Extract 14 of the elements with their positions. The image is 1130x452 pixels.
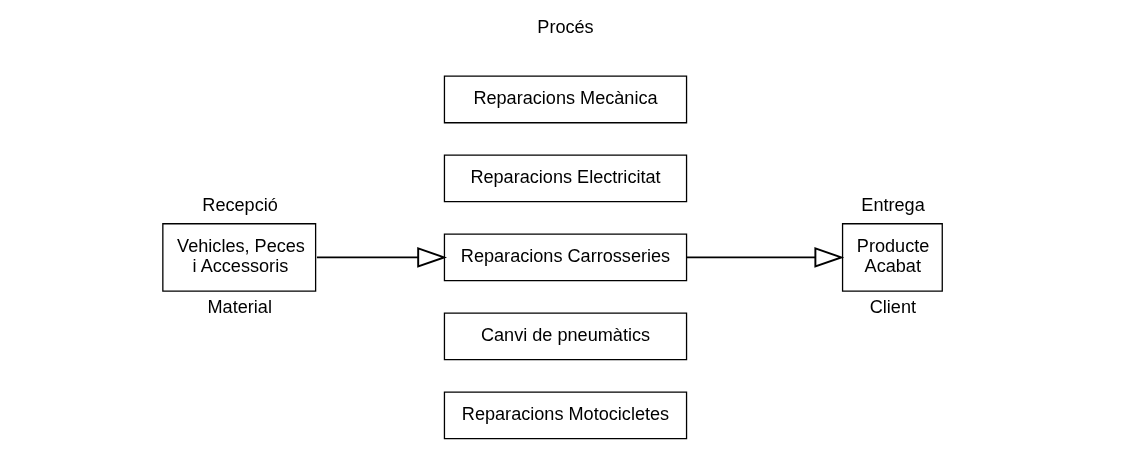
node-box: Reparacions Electricitat [443, 154, 687, 203]
node-label: Material [207, 297, 272, 318]
node-box: Reparacions Mecànica [443, 75, 687, 124]
node-label: Entrega [860, 195, 925, 216]
arrow [315, 246, 447, 268]
arrow [685, 246, 844, 268]
node-label: Recepció [201, 195, 278, 216]
node-box: Canvi de pneumàtics [443, 312, 687, 361]
node-box: Vehicles, Peces i Accessoris [161, 223, 316, 292]
node-label: Client [869, 297, 916, 318]
node-box: Reparacions Motocicletes [443, 391, 687, 440]
label: Procés [536, 17, 594, 38]
node-box: Reparacions Carrosseries [443, 233, 687, 282]
node-box: Producte Acabat [841, 223, 943, 292]
